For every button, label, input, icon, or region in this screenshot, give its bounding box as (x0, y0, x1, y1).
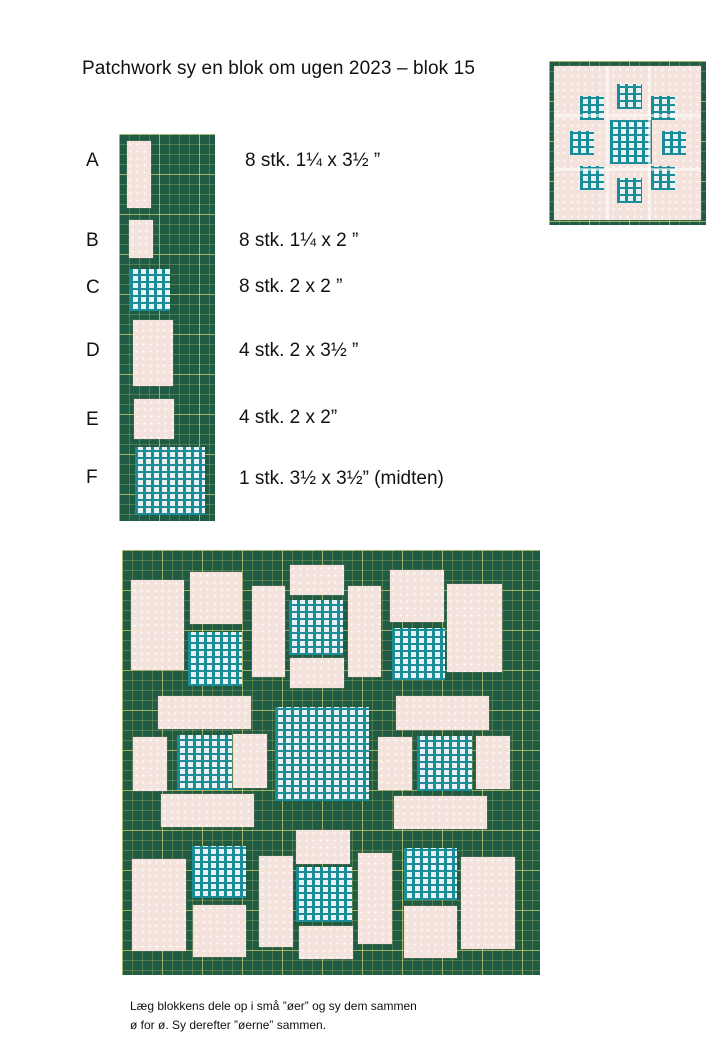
finished-block-photo (549, 61, 706, 225)
piece-desc-b: 8 stk. 1¼ x 2 ” (239, 230, 359, 251)
piece-a-swatch (127, 141, 151, 208)
instruction-line-2: ø for ø. Sy derefter ”øerne” sammen. (130, 1018, 327, 1032)
page-title: Patchwork sy en blok om ugen 2023 – blok… (82, 58, 475, 79)
piece-letter-b: B (86, 230, 99, 251)
piece-letter-d: D (86, 340, 100, 361)
piece-desc-d: 4 stk. 2 x 3½ ” (239, 340, 359, 361)
piece-d-swatch (133, 320, 173, 386)
piece-b-swatch (129, 220, 153, 258)
piece-c-swatch (130, 269, 170, 311)
pieces-photo (119, 134, 215, 521)
piece-e-swatch (134, 399, 174, 439)
piece-f-swatch (135, 447, 205, 515)
instruction-line-1: Læg blokkens dele op i små ”øer” og sy d… (130, 999, 417, 1013)
instruction-note: Læg blokkens dele op i små ”øer” og sy d… (130, 997, 550, 1035)
piece-desc-e: 4 stk. 2 x 2” (239, 407, 338, 428)
piece-letter-e: E (86, 409, 99, 430)
piece-desc-c: 8 stk. 2 x 2 ” (239, 276, 343, 297)
piece-desc-f: 1 stk. 3½ x 3½” (midten) (239, 468, 444, 489)
finished-block (554, 66, 701, 220)
piece-letter-a: A (86, 150, 99, 171)
layout-photo (122, 550, 540, 975)
piece-desc-a: 8 stk. 1¼ x 3½ ” (245, 150, 381, 171)
piece-letter-f: F (86, 467, 98, 488)
piece-letter-c: C (86, 277, 100, 298)
